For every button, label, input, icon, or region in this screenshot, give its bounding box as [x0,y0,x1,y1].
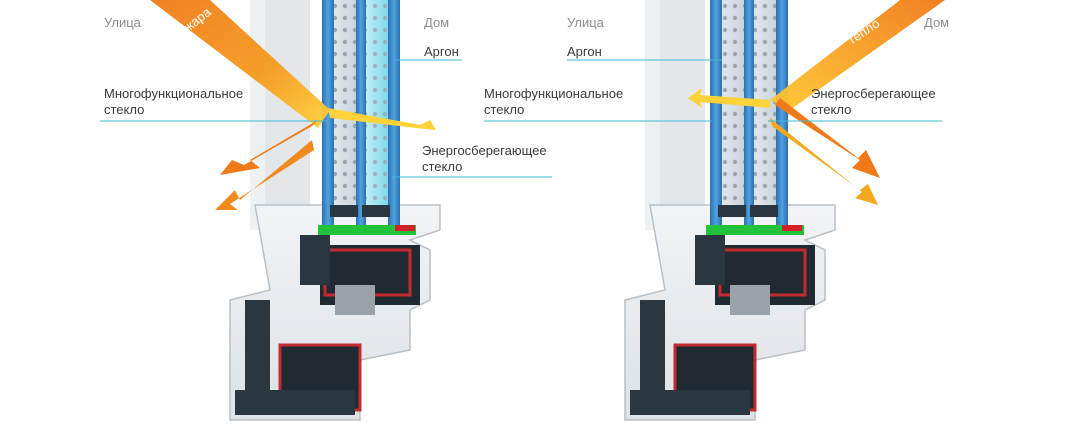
left-multi-glass-line-2: стекло [104,102,145,117]
right-energy-glass-label: Энергосберегающее стекло [811,86,936,118]
left-energy-glass-label: Энергосберегающее стекло [422,143,547,175]
left-energy-glass-line-1: Энергосберегающее [422,143,547,158]
right-glass-unit [710,0,788,225]
right-panel [484,0,945,421]
left-panel [100,0,552,421]
left-outside-label: Улица [104,15,141,30]
right-frame-profile [624,204,836,421]
right-inside-label: Дом [924,15,950,30]
left-gasket [318,225,416,235]
right-multi-glass-line-2: стекло [484,102,525,117]
left-argon-label: Аргон [424,44,459,59]
left-energy-glass-line-2: стекло [422,159,463,174]
left-inside-label: Дом [424,15,450,30]
left-multi-glass-label: Многофункциональное стекло [104,86,243,118]
right-energy-glass-line-1: Энергосберегающее [811,86,936,101]
right-outside-label: Улица [567,15,604,30]
right-multi-glass-label: Многофункциональное стекло [484,86,623,118]
right-argon-label: Аргон [567,44,602,59]
right-warmth-beam [688,0,945,205]
right-energy-glass-line-2: стекло [811,102,852,117]
left-frame-profile [229,204,441,421]
right-gasket [706,225,804,235]
right-multi-glass-line-1: Многофункциональное [484,86,624,101]
left-heat-beam [150,0,436,210]
left-multi-glass-line-1: Многофункциональное [104,86,244,101]
